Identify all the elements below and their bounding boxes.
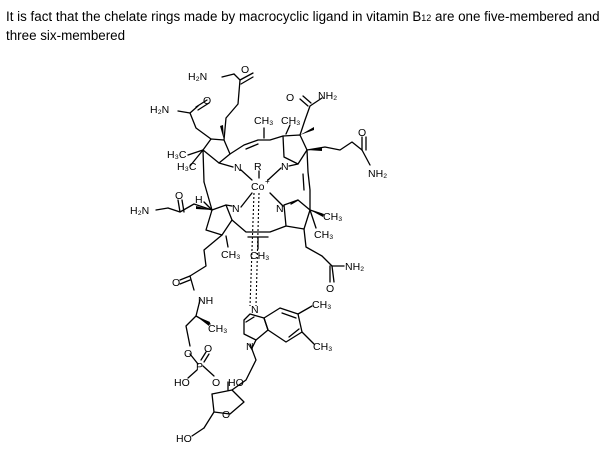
label-co: Co [251, 181, 265, 193]
label-ho-p: HO [174, 377, 190, 389]
label-ho-bottom: HO [176, 433, 192, 445]
stereo-wedges [196, 125, 324, 326]
label-o-br: O [326, 283, 334, 295]
caption-part-2: are one five-membered and three six-memb… [6, 9, 600, 43]
label-co-charge: + [265, 177, 270, 186]
label-h-mid: H [195, 194, 203, 206]
label-h2n-left: H₂N [150, 104, 169, 116]
label-n-bl: N [232, 203, 240, 215]
label-h2n-mid: H₂N [130, 205, 149, 217]
label-ch3-b: CH₃ [281, 115, 300, 127]
label-ch3-c: CH₃ [221, 249, 240, 261]
label-o-nh: O [172, 277, 180, 289]
coordination-dotted-bonds [249, 192, 260, 307]
label-o-ring: O [222, 409, 230, 421]
label-nh2-right: NH₂ [368, 168, 387, 180]
label-r: R [254, 161, 262, 173]
caption-subscript: 12 [421, 13, 432, 23]
label-n-tr: N [281, 161, 289, 173]
label-n-tl: N [234, 162, 242, 174]
label-o-p3: O [212, 377, 220, 389]
label-ho-sugar: HO [228, 377, 244, 389]
label-o-top: O [241, 64, 249, 76]
label-ch3-bz1: CH₃ [312, 299, 331, 311]
label-ch3-pr: CH₃ [208, 323, 227, 335]
caption-part-1: It is fact that the chelate rings made b… [6, 9, 422, 24]
label-o-right: O [358, 127, 366, 139]
label-p: P [196, 361, 203, 373]
caption-text: It is fact that the chelate rings made b… [6, 8, 606, 44]
label-o-amide-tr: O [286, 92, 294, 104]
label-nh2-br: NH₂ [345, 261, 364, 273]
label-o-p2: O [204, 343, 212, 355]
label-n-bz1: N [251, 304, 259, 316]
label-ch3-d: CH₃ [250, 250, 269, 262]
label-o-p1: O [184, 348, 192, 360]
atom-labels: H₂N O H₂N O O NH₂ CH₃ CH₃ H₃C H₃C N R N … [130, 64, 387, 445]
corrin-ring-bonds [202, 134, 311, 238]
label-ch3-r1: CH₃ [323, 211, 342, 223]
label-ch3-a: CH₃ [254, 115, 273, 127]
label-o-left-mid: O [175, 190, 183, 202]
label-o-left-top: O [203, 95, 211, 107]
label-nh2-tr: NH₂ [318, 90, 337, 102]
label-n-bz2: N [246, 341, 254, 353]
label-ch3-bz2: CH₃ [313, 341, 332, 353]
label-ch3-r2: CH₃ [314, 229, 333, 241]
label-h2n-top: H₂N [188, 71, 207, 83]
label-h3c-b: H₃C [177, 161, 197, 173]
label-h3c-a: H₃C [167, 149, 187, 161]
label-nh: NH [198, 295, 213, 307]
label-n-br: N [276, 203, 284, 215]
